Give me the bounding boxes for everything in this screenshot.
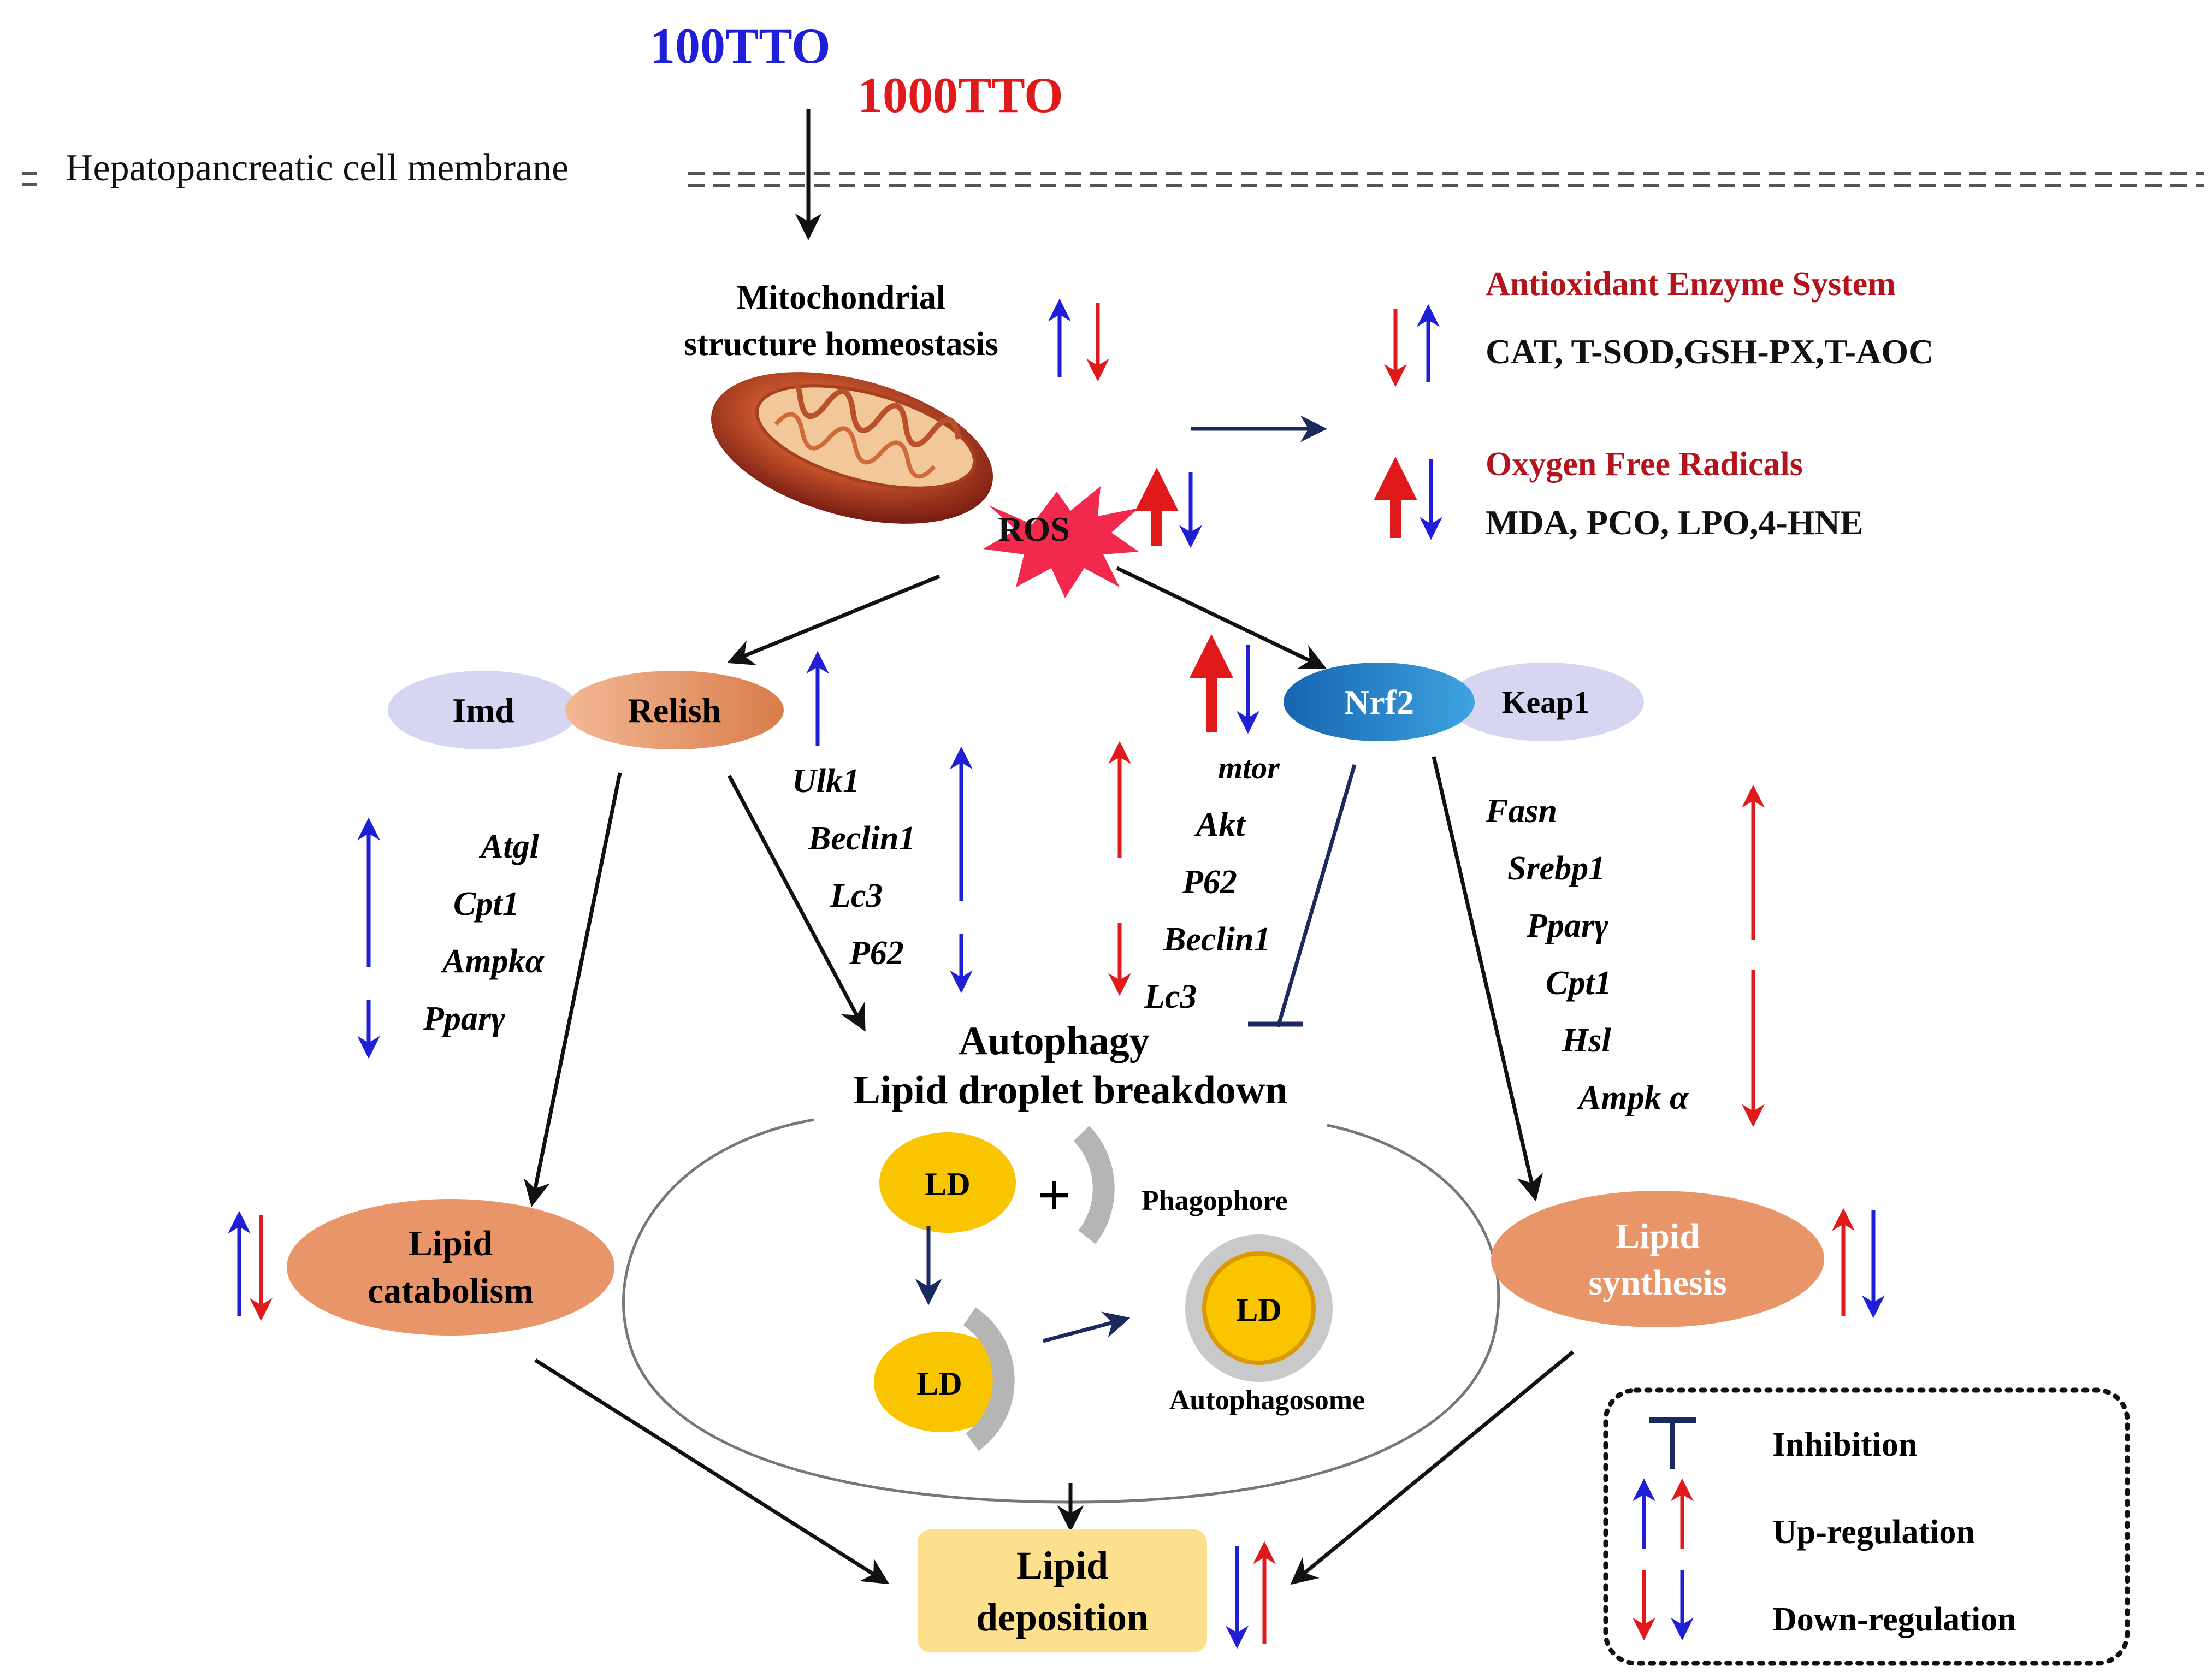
deposition-label-1: Lipid — [1016, 1544, 1108, 1587]
membrane-label: Hepatopancreatic cell membrane — [66, 147, 569, 189]
autophagosome-label: Autophagosome — [1169, 1385, 1365, 1416]
gene-ampk-synth: Ampk α — [1576, 1079, 1689, 1116]
radicals-items: MDA, PCO, LPO,4-HNE — [1486, 503, 1864, 542]
mito-label-2: structure homeostasis — [684, 326, 998, 363]
antioxidant-items: CAT, T-SOD,GSH-PX,T-AOC — [1486, 332, 1933, 371]
catabolism-to-deposition-arrow — [534, 1358, 890, 1585]
gene-cpt1-synth: Cpt1 — [1546, 965, 1612, 1002]
relish-to-autophagy-arrow — [727, 775, 866, 1032]
synthesis-to-deposition-arrow — [1290, 1350, 1575, 1585]
treatment-high-label: 1000TTO — [857, 67, 1063, 123]
relish-to-catabolism-arrow — [523, 772, 622, 1207]
gene-ampka: Ampkα — [440, 943, 545, 980]
nrf2-inhibits-autophagy — [1276, 764, 1357, 1027]
keap1-node — [1447, 663, 1644, 741]
relish-node — [565, 671, 784, 749]
ld-droplet-2 — [874, 1332, 1010, 1432]
gene-mtor: mtor — [1218, 750, 1280, 785]
catabolism-label-2: catabolism — [368, 1271, 534, 1311]
ros-label: ROS — [998, 510, 1070, 548]
synthesis-label-2: synthesis — [1588, 1263, 1726, 1303]
relish-label: Relish — [628, 691, 721, 730]
gene-pparg-synth: Pparγ — [1526, 907, 1608, 944]
legend-inhibition-label: Inhibition — [1772, 1426, 1917, 1463]
gene-p62-low: P62 — [849, 935, 904, 972]
gene-hsl: Hsl — [1562, 1022, 1611, 1059]
lipid-catabolism-node — [287, 1199, 614, 1336]
autophagosome-inner — [1202, 1251, 1316, 1365]
plus-sign: + — [1037, 1162, 1072, 1228]
phagophore-shape — [1073, 1126, 1115, 1244]
gene-lc3-low: Lc3 — [830, 877, 883, 914]
lipid-deposition-node — [918, 1529, 1207, 1652]
ros-to-nrf2-arrow — [1116, 566, 1327, 670]
phagophore-engulfing — [963, 1307, 1015, 1451]
synthesis-label-1: Lipid — [1616, 1216, 1700, 1256]
legend-inhibition-symbol — [1649, 1417, 1696, 1469]
gene-srebp1: Srebp1 — [1507, 850, 1605, 887]
legend-up-label: Up-regulation — [1772, 1514, 1975, 1551]
treatment-low-label: 100TTO — [650, 18, 831, 74]
nrf2-node — [1284, 663, 1475, 741]
gene-akt: Akt — [1194, 806, 1246, 843]
ros-to-relish-arrow — [726, 574, 941, 665]
legend-down-label: Down-regulation — [1772, 1601, 2016, 1638]
imd-node — [388, 671, 579, 749]
gene-ulk1: Ulk1 — [792, 763, 860, 800]
ld-label-2: LD — [916, 1366, 962, 1402]
radicals-title: Oxygen Free Radicals — [1486, 446, 1803, 483]
legend-box — [1603, 1387, 2130, 1666]
gene-p62-high: P62 — [1182, 864, 1237, 901]
ros-burst — [983, 486, 1139, 598]
autophagy-title-1: Autophagy — [959, 1019, 1150, 1063]
imd-label: Imd — [452, 691, 514, 730]
ld-label-3: LD — [1236, 1292, 1281, 1328]
antioxidant-title: Antioxidant Enzyme System — [1486, 265, 1896, 303]
gene-fasn: Fasn — [1485, 793, 1557, 830]
phagophore-label: Phagophore — [1142, 1185, 1288, 1216]
autophagy-title-2: Lipid droplet breakdown — [853, 1068, 1287, 1113]
keap1-label: Keap1 — [1501, 684, 1589, 720]
ld-droplet-1 — [879, 1132, 1016, 1233]
gene-beclin1-low: Beclin1 — [808, 820, 915, 857]
gene-atgl: Atgl — [478, 828, 540, 865]
lipid-synthesis-node — [1491, 1191, 1824, 1327]
gene-lc3-high: Lc3 — [1144, 978, 1197, 1015]
ld-label-1: LD — [925, 1166, 970, 1202]
mito-label-1: Mitochondrial — [737, 279, 945, 316]
deposition-label-2: deposition — [976, 1596, 1149, 1639]
ld-to-autophagosome-arrow — [1043, 1311, 1131, 1343]
mitochondrion-image — [711, 372, 993, 524]
nrf2-label: Nrf2 — [1344, 683, 1414, 722]
gene-cpt1: Cpt1 — [453, 885, 519, 923]
catabolism-label-1: Lipid — [409, 1224, 493, 1263]
gene-beclin1-high: Beclin1 — [1163, 921, 1270, 958]
nrf2-to-synthesis-arrow — [1432, 756, 1543, 1202]
gene-pparg: Pparγ — [423, 1000, 505, 1037]
